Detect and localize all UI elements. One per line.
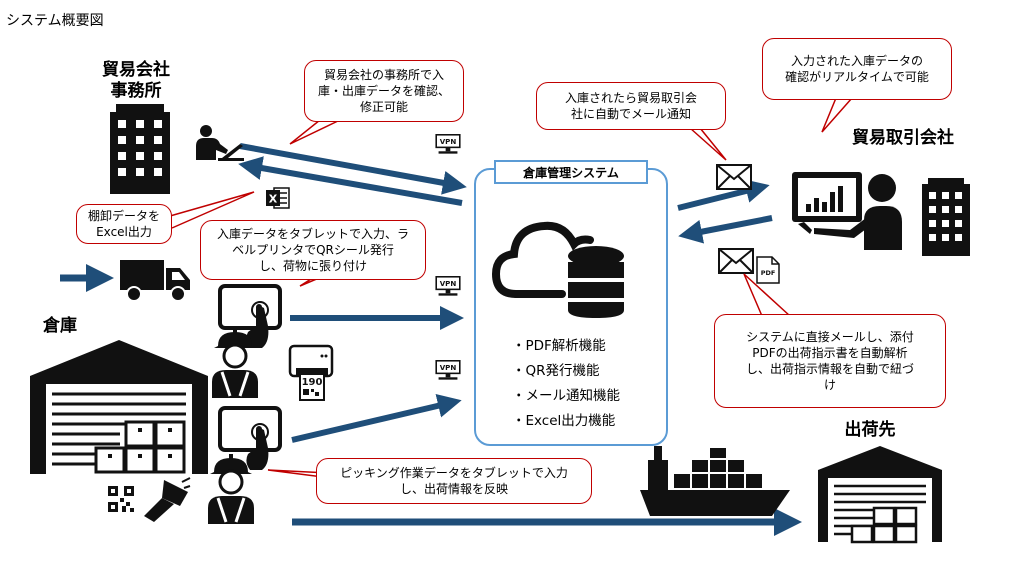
arrow-office-to-system [239, 143, 467, 195]
worker-helmet-icon-2 [208, 454, 254, 524]
feature-item-mail: ・メール通知機能 [512, 388, 620, 404]
page-title: システム概要図 [6, 13, 104, 29]
feature-list: ・PDF解析機能 ・QR発行機能 ・メール通知機能 ・Excel出力機能 [512, 334, 620, 434]
arrow-partner-to-system [678, 215, 773, 244]
callout-picking-text: ピッキング作業データをタブレットで入力 し、出荷情報を反映 [340, 466, 568, 496]
office-worker-icon [196, 125, 244, 161]
callout-pdf-parse: システムに直接メールし、添付 PDFの出荷指示書を自動解析 し、出荷指示情報を自… [714, 314, 946, 408]
presenter-chart-icon [792, 172, 902, 250]
callout-tablet-input: 入庫データをタブレットで入力、ラ ベルプリンタでQRシール発行 し、荷物に張り付… [200, 220, 426, 280]
callout-mail-notify: 入庫されたら貿易取引会 社に自動でメール通知 [536, 82, 726, 130]
partner-building-icon [922, 178, 970, 256]
feature-item-qr: ・QR発行機能 [512, 363, 600, 379]
callout-realtime: 入力された入庫データの 確認がリアルタイムで可能 [762, 38, 952, 100]
trading-office-label: 貿易会社 事務所 [102, 60, 170, 101]
destination-label: 出荷先 [844, 420, 896, 440]
tablet-icon-2 [218, 406, 282, 470]
excel-icon-letter: X [269, 193, 278, 206]
cloud-database-icon [491, 221, 624, 318]
callout-excel-out: 棚卸データを Excel出力 [76, 204, 172, 244]
cargo-ship-icon [640, 446, 790, 516]
arrow-tablet2-to-system [291, 394, 462, 443]
vpn-icon-bottom: VPN [432, 360, 464, 386]
label-printer-icon: 190 [288, 344, 334, 401]
barcode-scanner-icon [144, 477, 191, 522]
pdf-file-label: PDF [761, 269, 776, 277]
callout-picking: ピッキング作業データをタブレットで入力 し、出荷情報を反映 [316, 458, 592, 504]
truck-icon [120, 260, 190, 302]
callout-realtime-text: 入力された入庫データの 確認がリアルタイムで可能 [785, 54, 929, 84]
mail-icon-pdf [718, 248, 754, 274]
worker-helmet-icon-1 [212, 328, 258, 398]
callout-office-confirm: 貿易会社の事務所で入 庫・出庫データを確認、 修正可能 [304, 60, 464, 122]
qr-code-icon [108, 486, 134, 512]
callout-excel-out-text: 棚卸データを Excel出力 [87, 209, 160, 239]
feature-item-excel: ・Excel出力機能 [512, 413, 616, 429]
callout-mail-notify-text: 入庫されたら貿易取引会 社に自動でメール通知 [564, 91, 697, 121]
callout-pdf-parse-text: システムに直接メールし、添付 PDFの出荷指示書を自動解析 し、出荷指示情報を自… [745, 330, 914, 392]
mail-icon-notify [716, 164, 752, 190]
tablet-icon-1 [218, 284, 282, 348]
warehouse-label: 倉庫 [43, 316, 77, 336]
pdf-file-icon: PDF [756, 256, 780, 284]
callout-office-confirm-text: 貿易会社の事務所で入 庫・出庫データを確認、 修正可能 [317, 68, 450, 114]
trading-partner-label: 貿易取引会社 [852, 128, 954, 148]
arrow-system-to-office [238, 156, 463, 206]
feature-item-pdf: ・PDF解析機能 [512, 338, 606, 354]
system-title: 倉庫管理システム [494, 160, 648, 184]
vpn-icon-middle: VPN [432, 276, 464, 302]
destination-warehouse-icon [818, 446, 942, 544]
vpn-icon-top: VPN [432, 134, 464, 160]
office-building-icon [110, 104, 170, 194]
vpn-icon-top-label: VPN [440, 137, 457, 146]
warehouse-icon [30, 340, 208, 474]
arrow-system-to-partner [677, 179, 770, 211]
callout-tablet-input-text: 入庫データをタブレットで入力、ラ ベルプリンタでQRシール発行 し、荷物に張り付… [216, 227, 409, 273]
label-number: 190 [302, 377, 323, 388]
vpn-icon-bottom-label: VPN [440, 363, 457, 372]
excel-icon: X [266, 187, 290, 209]
vpn-icon-middle-label: VPN [440, 279, 457, 288]
